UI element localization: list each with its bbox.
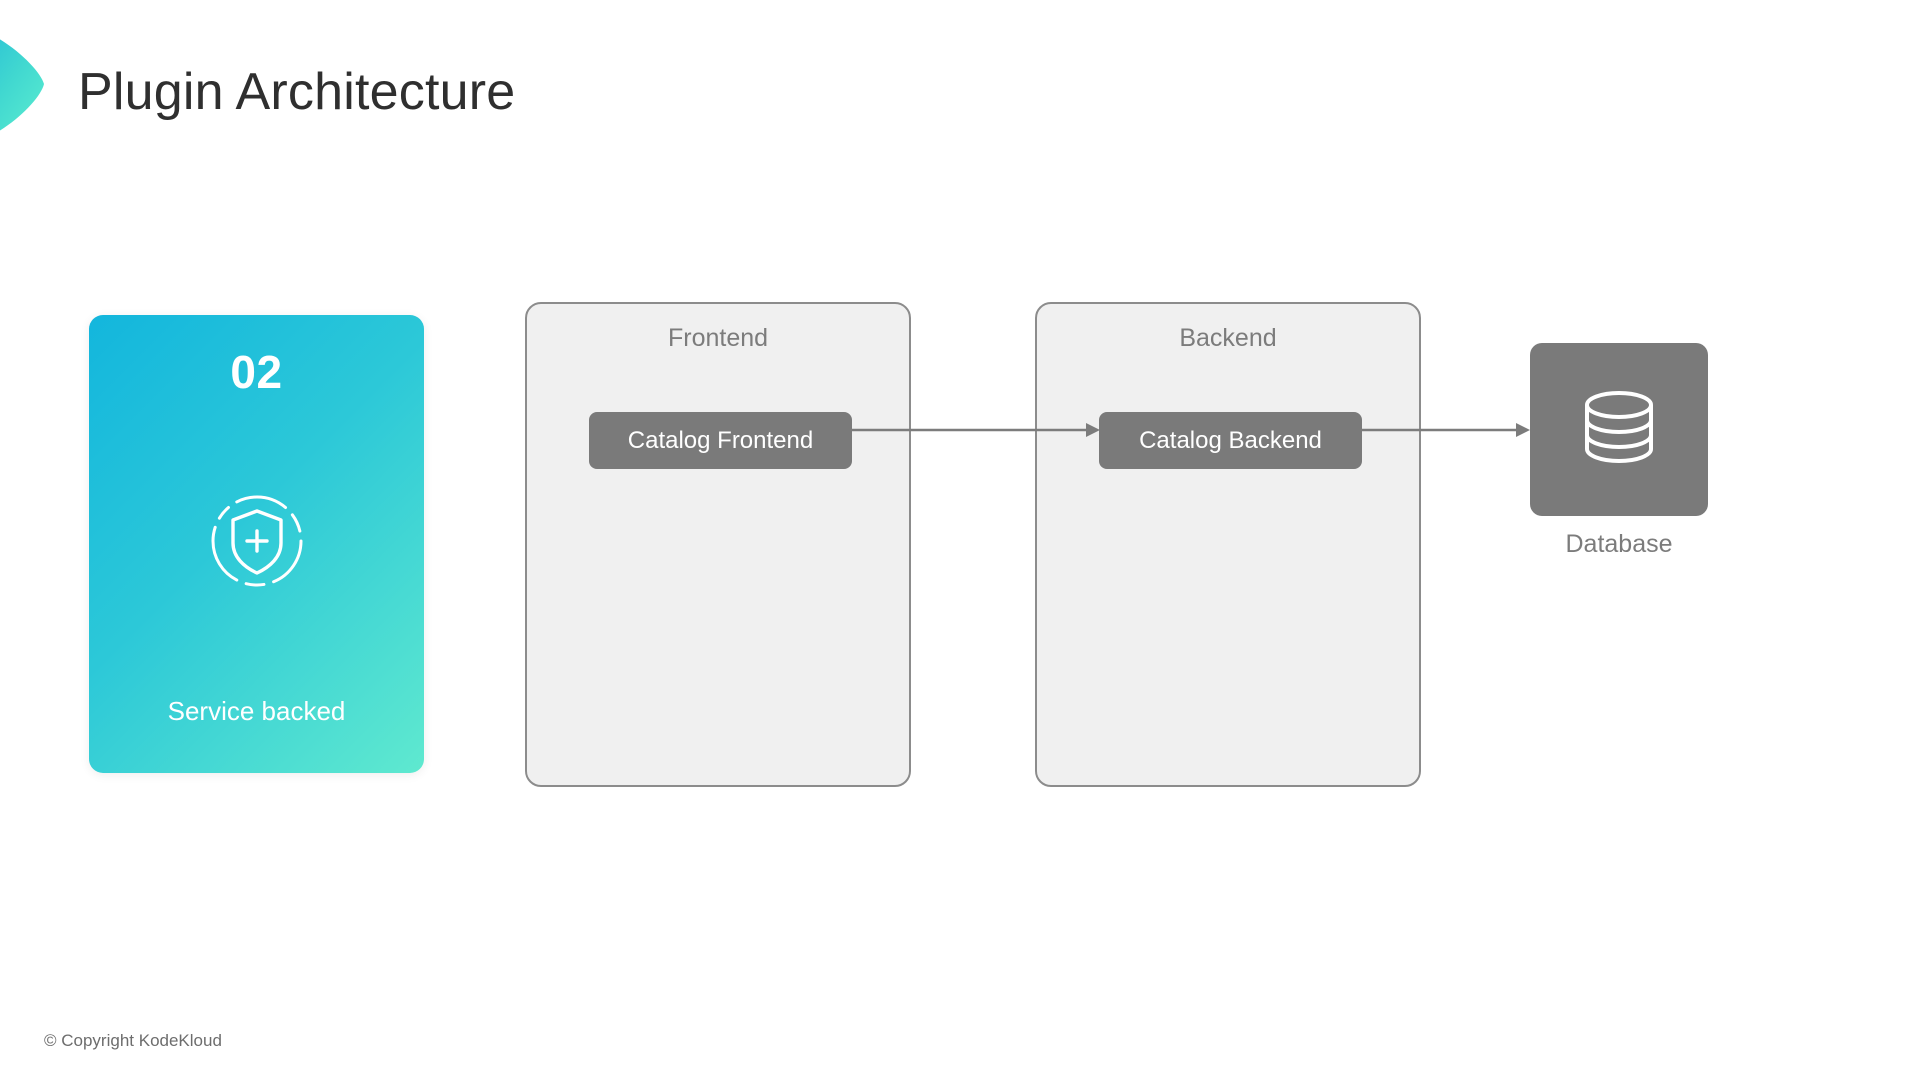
footer-copyright: © Copyright KodeKloud (44, 1031, 222, 1050)
node-catalog-backend[interactable]: Catalog Backend (1099, 412, 1362, 469)
database-cylinder-icon (1573, 381, 1665, 478)
group-frontend-title: Frontend (667, 324, 769, 352)
section-number: 02 (230, 346, 283, 398)
shield-plus-icon (203, 487, 311, 595)
node-catalog-backend-label: Catalog Backend (1139, 426, 1322, 454)
page-title: Plugin Architecture (78, 63, 516, 121)
chevron-logo-icon (0, 20, 56, 150)
section-number-card: 02 Service backed (89, 315, 424, 773)
group-backend: Backend Catalog Backend (1035, 302, 1421, 787)
group-backend-title: Backend (1179, 324, 1277, 352)
section-caption: Service backed (167, 696, 346, 726)
node-database-label: Database (1565, 530, 1673, 558)
node-database[interactable] (1530, 343, 1708, 516)
node-catalog-frontend[interactable]: Catalog Frontend (589, 412, 852, 469)
group-frontend: Frontend Catalog Frontend (525, 302, 911, 787)
node-catalog-frontend-label: Catalog Frontend (627, 426, 814, 454)
